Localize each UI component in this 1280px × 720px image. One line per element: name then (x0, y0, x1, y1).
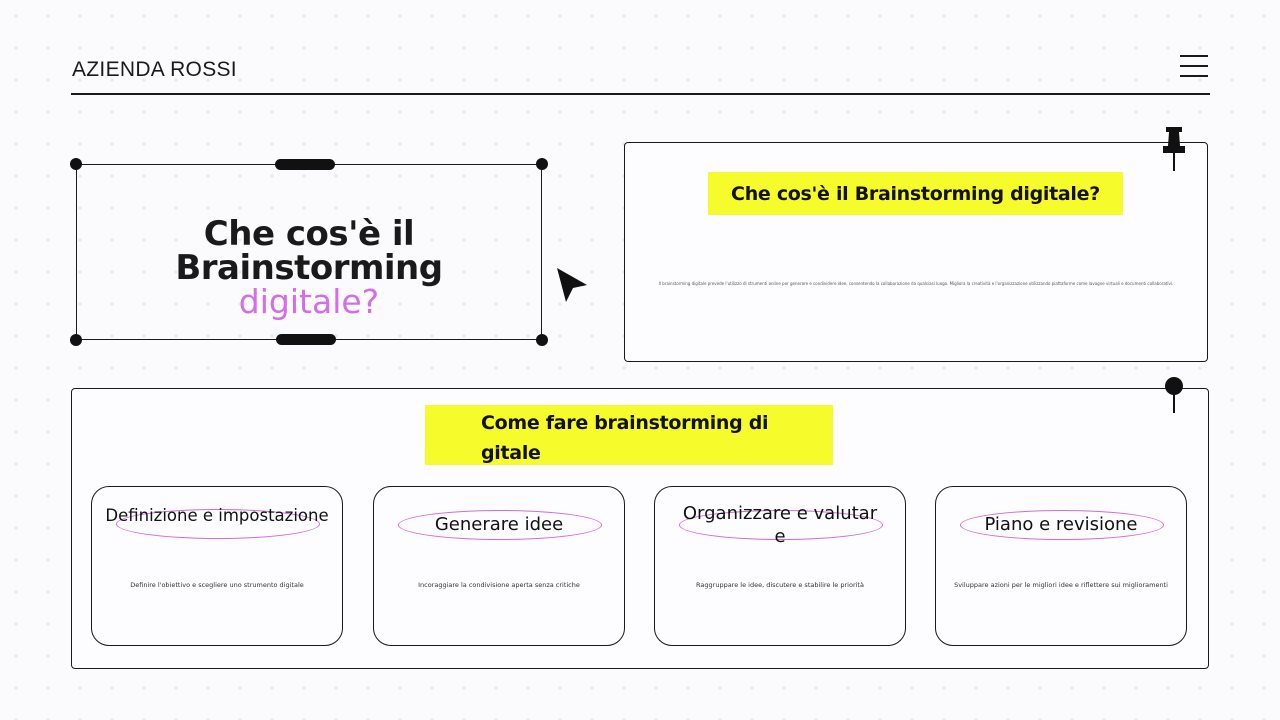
resize-handle-bottom[interactable] (276, 334, 336, 345)
steps-heading-highlight: Come fare brainstorming digitale (425, 405, 833, 465)
step-title: Generare idee (434, 514, 564, 535)
step-card-definition[interactable]: Definizione e impostazione Definire l'ob… (91, 486, 343, 646)
step-description: Incoraggiare la condivisione aperta senz… (418, 581, 580, 589)
resize-handle-bottom-right[interactable] (536, 334, 548, 346)
step-description: Definire l'obiettivo e scegliere uno str… (130, 581, 304, 589)
resize-handle-top[interactable] (275, 159, 335, 170)
resize-handle-bottom-left[interactable] (70, 334, 82, 346)
header-divider (71, 93, 1210, 95)
page-title: Che cos'è il Brainstorming digitale? (77, 217, 541, 319)
step-card-generate[interactable]: Generare idee Incoraggiare la condivisio… (373, 486, 625, 646)
step-description: Raggruppare le idee, discutere e stabili… (696, 581, 864, 589)
pushpin-icon (1163, 127, 1185, 171)
resize-handle-top-right[interactable] (536, 158, 548, 170)
step-card-plan[interactable]: Piano e revisione Sviluppare azioni per … (935, 486, 1187, 646)
definition-heading: Che cos'è il Brainstorming digitale? (731, 182, 1100, 205)
definition-body: Il brainstorming digitale prevede l'util… (658, 281, 1174, 286)
brand-name: AZIENDA ROSSI (72, 58, 237, 81)
step-title: Organizzare e valutare (682, 503, 878, 547)
step-title: Piano e revisione (984, 514, 1138, 535)
resize-handle-top-left[interactable] (70, 158, 82, 170)
map-pin-icon (1165, 377, 1183, 413)
step-description: Sviluppare azioni per le migliori idee e… (954, 581, 1168, 589)
step-title: Definizione e impostazione (105, 506, 329, 525)
title-selection-box[interactable]: Che cos'è il Brainstorming digitale? (70, 158, 548, 346)
page-title-line2: digitale? (238, 282, 380, 321)
steps-heading: Come fare brainstorming digitale (481, 412, 769, 464)
step-card-organize[interactable]: Organizzare e valutare Raggruppare le id… (654, 486, 906, 646)
step-title-oval (398, 510, 602, 540)
step-title-oval (116, 509, 320, 539)
step-title-oval (679, 510, 883, 540)
hamburger-menu-icon[interactable] (1180, 55, 1208, 77)
step-title-oval (960, 510, 1164, 540)
cursor-arrow-icon (557, 268, 587, 302)
page-title-line1: Che cos'è il Brainstorming (175, 214, 443, 288)
definition-heading-highlight: Che cos'è il Brainstorming digitale? (708, 172, 1123, 215)
